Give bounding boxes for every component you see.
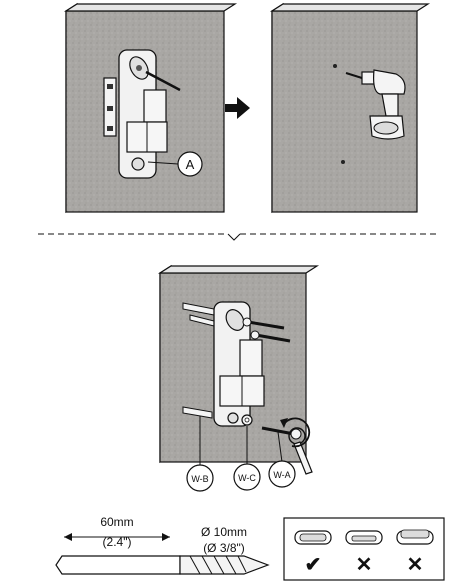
wall-top xyxy=(63,3,238,12)
hinge-cylinder xyxy=(143,89,167,123)
cross-icon: ✕ xyxy=(407,554,424,576)
wall-anchor-icon xyxy=(182,406,213,419)
level-marker-icon xyxy=(107,126,113,131)
marking-point-icon xyxy=(136,65,142,71)
wall-top xyxy=(157,265,320,274)
anchor-check-frame xyxy=(283,517,445,581)
drill-diameter-in: (Ø 3/8") xyxy=(203,541,245,555)
arrow-right-icon xyxy=(162,533,170,541)
level-marker-icon xyxy=(107,106,113,111)
panel-mounting: W-B W-C W-A xyxy=(157,264,320,492)
panel-bracket-marking: A xyxy=(63,2,238,214)
callout-wa-circle xyxy=(268,460,296,488)
level-marker-icon xyxy=(107,84,113,89)
drill-bit-spec: 60mm (2.4") Ø 10mm (Ø 3/8") xyxy=(55,515,270,575)
screw-icon xyxy=(242,317,285,330)
power-drill-icon xyxy=(345,69,406,140)
drill-diameter-mm: Ø 10mm xyxy=(201,525,247,539)
callout-leader xyxy=(277,431,283,463)
callout-a-label: A xyxy=(186,157,195,172)
pencil-icon xyxy=(145,70,181,92)
callout-wc-circle xyxy=(233,463,261,491)
wall-top xyxy=(269,3,431,12)
drill-mark-icon xyxy=(333,64,337,68)
callout-wb-label: W-B xyxy=(191,474,208,484)
drill-depth-mm: 60mm xyxy=(100,515,133,529)
hinge-cylinder xyxy=(239,339,263,377)
callout-wc-label: W-C xyxy=(238,473,256,483)
next-step-arrow-icon xyxy=(225,97,250,119)
check-icon: ✔ xyxy=(305,554,322,576)
callout-wb-circle xyxy=(186,464,214,492)
bracket-slot-top xyxy=(225,309,245,331)
cross-icon: ✕ xyxy=(356,554,373,576)
arrow-left-icon xyxy=(64,533,72,541)
callout-a-circle xyxy=(177,151,203,177)
screw-icon xyxy=(250,330,291,343)
callout-wa-label: W-A xyxy=(273,470,290,480)
anchor-option-recessed xyxy=(345,530,383,545)
screw-icon xyxy=(261,426,302,440)
bracket-hole-bottom xyxy=(131,157,145,171)
wrench-icon xyxy=(288,427,313,475)
rotate-arrow-icon xyxy=(283,417,311,448)
callout-leader xyxy=(147,161,179,165)
drill-mark-icon xyxy=(341,160,345,164)
drill-bit-icon xyxy=(55,555,270,575)
chevron-down-icon xyxy=(227,233,241,241)
anchor-option-flush xyxy=(294,530,332,545)
anchor-option-protruding xyxy=(396,529,434,545)
drill-depth-in: (2.4") xyxy=(103,535,132,549)
panel-drilling xyxy=(269,2,431,214)
bracket-hole-bottom xyxy=(227,412,239,424)
anchor-check-panel: ✔ ✕ ✕ xyxy=(283,517,445,581)
